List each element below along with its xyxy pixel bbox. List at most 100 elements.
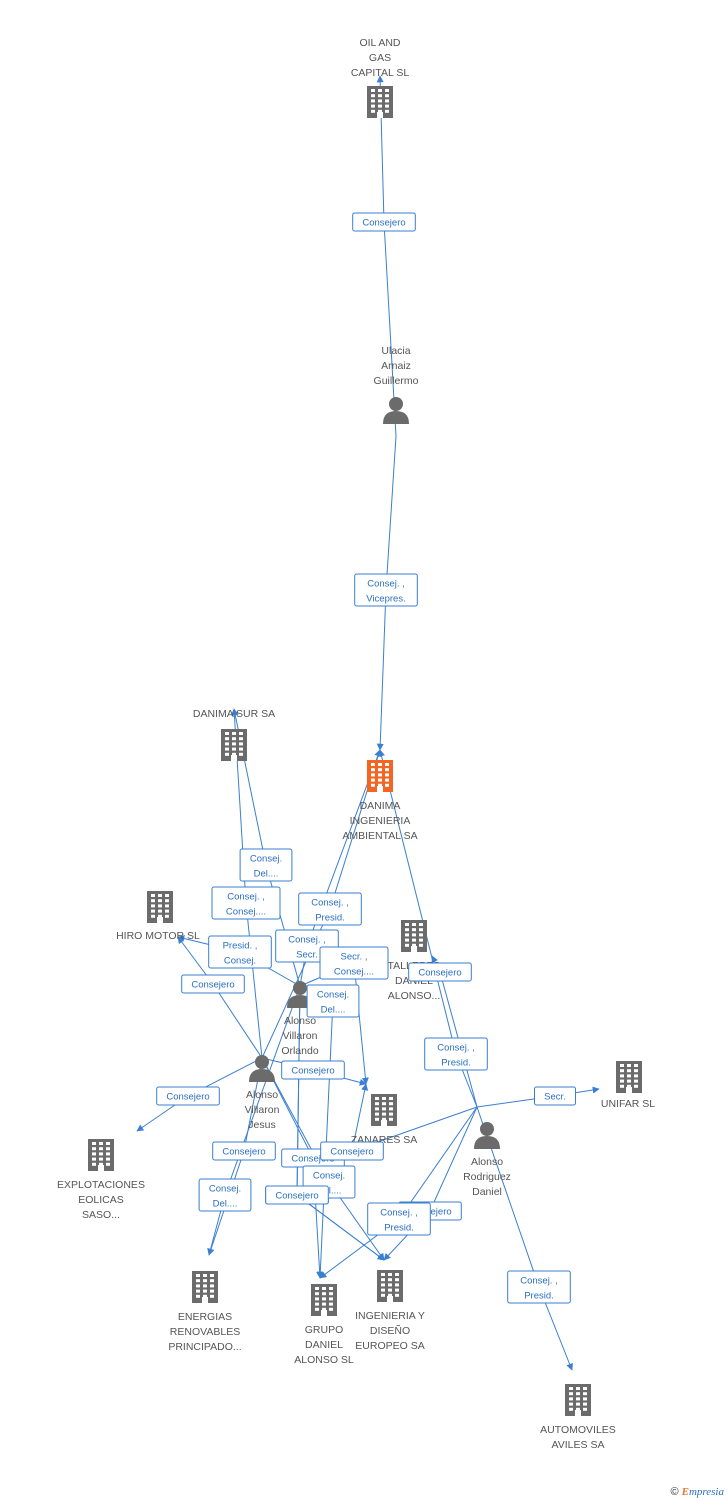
edge-label-text: Consej. , (227, 892, 265, 903)
edge-label-text: Consejero (166, 1092, 209, 1103)
edge-label-box (211, 886, 281, 920)
edge-label-box (198, 1178, 252, 1212)
node-label: INGENIERIA Y (355, 1310, 425, 1322)
node-label: AVILES SA (552, 1439, 605, 1451)
edge-label-text: Vicepres. (366, 594, 405, 605)
node-label: Alonso (471, 1156, 503, 1168)
edge-label-text: Consej.... (334, 967, 374, 978)
building-icon (147, 891, 173, 923)
building-icon (565, 1384, 591, 1416)
edge-label-rodriguez-to-automoviles[interactable]: Consej. ,Presid. (507, 1270, 571, 1304)
node-label: CAPITAL SL (351, 67, 410, 79)
edge-label-jesus-to-hiro[interactable]: Consejero (181, 974, 245, 994)
edge-label-box (534, 1086, 576, 1106)
node-label: PRINCIPADO... (168, 1341, 241, 1353)
edge-label-box (320, 1141, 384, 1161)
node-label: INGENIERIA (350, 815, 411, 827)
edge-label-text: Presid. (315, 913, 345, 924)
edge-label-rodriguez-to-danima[interactable]: Consej. ,Presid. (424, 1037, 488, 1071)
edge-label-box (424, 1037, 488, 1071)
building-icon (616, 1061, 642, 1093)
edge-label-jesus-to-explot[interactable]: Consejero (156, 1086, 220, 1106)
node-hiro[interactable]: HIRO MOTOR SL (116, 891, 200, 942)
building-icon (221, 729, 247, 761)
building-icon (367, 86, 393, 118)
edge-label-box (367, 1202, 431, 1236)
node-label: HIRO MOTOR SL (116, 930, 200, 942)
node-label: DANIMA SUR SA (193, 708, 275, 720)
node-label: Alonso (284, 1015, 316, 1027)
edge-label-text: Consej. (209, 1184, 241, 1195)
edge-label-box (239, 848, 293, 882)
edge-label-rodriguez-to-talleres[interactable]: Consejero (408, 962, 472, 982)
edge-label-box (306, 984, 360, 1018)
edge-label-text: Consejero (418, 968, 461, 979)
edge-label-orlando-to-ingdiseno[interactable]: Consejero (265, 1185, 329, 1205)
edge-label-jesus-to-danimasur[interactable]: Consej. , Consej.... (211, 886, 281, 920)
person-icon (287, 981, 313, 1008)
edge-label-box (181, 974, 245, 994)
edge-label-ulacia-to-oil[interactable]: Consejero (352, 212, 416, 232)
edge-label-rodriguez-to-zanares[interactable]: Consejero (320, 1141, 384, 1161)
edge-label-text: Consej. , (520, 1276, 558, 1287)
edge-label-box (298, 892, 362, 926)
person-icon (249, 1055, 275, 1082)
node-label: Arnaiz (381, 360, 411, 372)
node-talleres[interactable]: TALLERESDANIELALONSO... (388, 920, 441, 1002)
edge-label-text: Consej. , (437, 1043, 475, 1054)
node-danimasur[interactable]: DANIMA SUR SA (193, 708, 275, 761)
edge-label-jesus-to-danima[interactable]: Consej. ,Presid. (298, 892, 362, 926)
node-label: Daniel (472, 1186, 502, 1198)
edge-label-box (156, 1086, 220, 1106)
edge-label-text: Secr. , (341, 952, 368, 963)
node-label: Alonso (246, 1089, 278, 1101)
edge-label-box (507, 1270, 571, 1304)
edge-label-orlando-to-hiro[interactable]: Presid. ,Consej. (208, 935, 272, 969)
edge-label-box (212, 1141, 276, 1161)
edge-rodriguez-to-ingdiseno (383, 1106, 478, 1261)
building-icon (377, 1270, 403, 1302)
edge-label-box (319, 946, 389, 980)
edge-label-ulacia-to-danima[interactable]: Consej. , Vicepres. (354, 573, 418, 607)
edge-label-jesus-to-energias[interactable]: Consejero (212, 1141, 276, 1161)
edge-label-text: Del.... (213, 1199, 238, 1210)
node-unifar[interactable]: UNIFAR SL (601, 1061, 655, 1110)
edge-label-text: Consej.... (226, 907, 266, 918)
edge-label-text: Presid. (384, 1223, 414, 1234)
edge-label-orlando-to-grupo[interactable]: Consej.Del.... (306, 984, 360, 1018)
node-zanares[interactable]: ZANARES SA (351, 1094, 418, 1146)
building-icon (367, 760, 393, 792)
edge-label-rodriguez-to-grupo[interactable]: Consej. ,Presid. (367, 1202, 431, 1236)
edge-jesus-to-danimasur (230, 708, 263, 1059)
edge-label-jesus-to-zanares[interactable]: Consejero (281, 1060, 345, 1080)
edge-label-rodriguez-to-unifar[interactable]: Secr. (534, 1086, 576, 1106)
node-label: DANIMA (360, 800, 401, 812)
node-label: EXPLOTACIONES (57, 1179, 145, 1191)
edge-label-orlando-to-zanares[interactable]: Secr. , Consej.... (319, 946, 389, 980)
edge-label-text: Consejero (291, 1154, 334, 1165)
edge-label-orlando-to-danimasur[interactable]: Consej.Del.... (239, 848, 293, 882)
building-icon (311, 1284, 337, 1316)
footer-brand[interactable]: © Empresia (670, 1486, 724, 1498)
edge-label-orlando-to-energias[interactable]: Consej. Del.... (198, 1178, 252, 1212)
node-label: Guillermo (374, 375, 419, 387)
building-icon (88, 1139, 114, 1171)
node-explot[interactable]: EXPLOTACIONESEOLICASSASO... (57, 1139, 145, 1221)
building-icon (371, 1094, 397, 1126)
edge-label-text: Consej. , (367, 579, 405, 590)
node-energias[interactable]: ENERGIASRENOVABLESPRINCIPADO... (168, 1271, 242, 1353)
node-label: ALONSO... (388, 990, 441, 1002)
edge-label-text: Consejero (275, 1191, 318, 1202)
edge-label-text: Consejero (330, 1147, 373, 1158)
